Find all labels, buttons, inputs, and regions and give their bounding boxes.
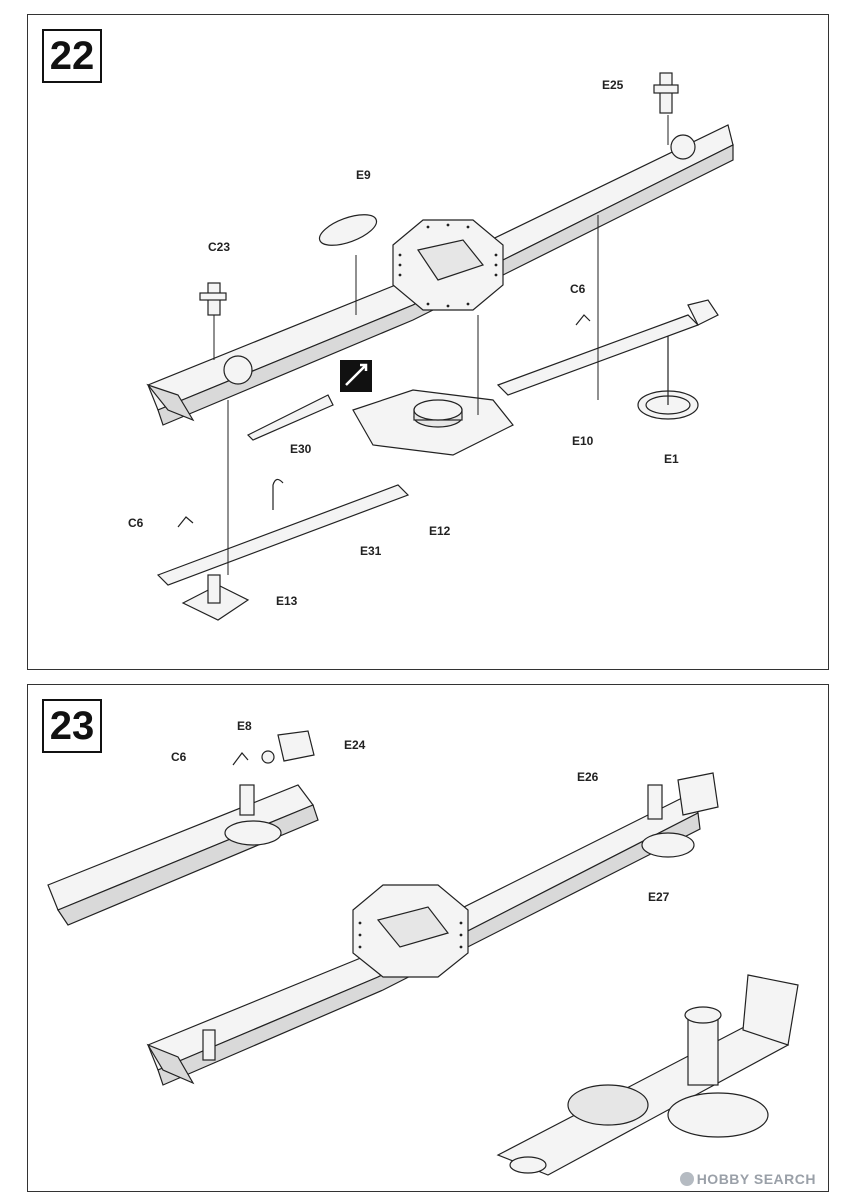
trail-beam-side xyxy=(157,144,734,426)
part-e24 xyxy=(277,730,315,762)
hatch-cover-e9 xyxy=(318,214,378,246)
watermark: HOBBY SEARCH xyxy=(679,1171,816,1187)
trail-segment-upper xyxy=(47,784,314,911)
step-number-badge: 22 xyxy=(42,29,102,83)
step-22-diagram: E25 E9 C23 C6 E10 E1 E12 E30 C6 E31 E13 xyxy=(128,72,734,621)
watermark-text: HOBBY SEARCH xyxy=(696,1171,816,1187)
wheel-e27 xyxy=(641,832,695,858)
label-c6-left: C6 xyxy=(128,516,144,530)
label-e9: E9 xyxy=(356,168,371,182)
label-e27: E27 xyxy=(648,890,670,904)
label-e10: E10 xyxy=(572,434,594,448)
step-22-panel: 22 xyxy=(27,14,829,670)
hook-e30 xyxy=(272,478,284,510)
clip-c6 xyxy=(232,752,249,766)
label-c6: C6 xyxy=(171,750,187,764)
clip-c6-left xyxy=(177,516,194,528)
step-23-panel: 23 xyxy=(27,684,829,1192)
part-e26 xyxy=(647,784,663,820)
label-c23: C23 xyxy=(208,240,230,254)
bar-e31 xyxy=(156,484,410,586)
part-e8 xyxy=(261,750,275,764)
rotate-view-icon xyxy=(340,360,372,392)
label-e31: E31 xyxy=(360,544,382,558)
hobby-search-logo-icon xyxy=(679,1172,694,1186)
label-e8: E8 xyxy=(237,719,252,733)
label-e1: E1 xyxy=(664,452,679,466)
label-e13: E13 xyxy=(276,594,298,608)
label-e12: E12 xyxy=(429,524,451,538)
label-e30: E30 xyxy=(290,442,312,456)
step-number-badge: 23 xyxy=(42,699,102,753)
step-23-diagram: E8 C6 E24 E26 E27 xyxy=(47,719,799,1176)
label-c6-right: C6 xyxy=(570,282,586,296)
label-e25: E25 xyxy=(602,78,624,92)
label-e26: E26 xyxy=(577,770,599,784)
clip-c6-right xyxy=(575,314,591,326)
label-e24: E24 xyxy=(344,738,366,752)
